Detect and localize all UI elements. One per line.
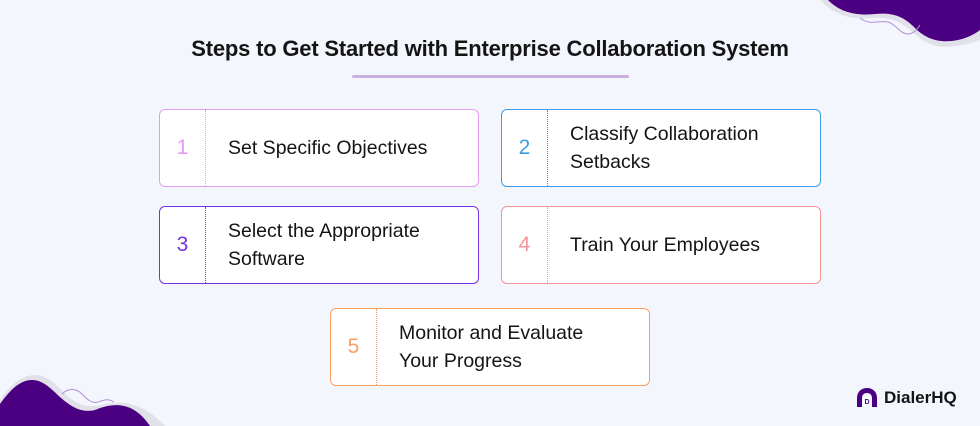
step-number: 3: [160, 207, 206, 283]
brand-name: DialerHQ: [884, 388, 957, 407]
step-label: Select the Appropriate Software: [228, 220, 420, 270]
title-underline: [352, 75, 629, 78]
step-label: Monitor and Evaluate Your Progress: [399, 322, 584, 372]
brand-logo: D DialerHQ: [855, 387, 957, 409]
bottom-left-decoration: [0, 375, 165, 426]
step-label: Set Specific Objectives: [228, 137, 428, 159]
svg-text:D: D: [864, 399, 869, 406]
step-label: Train Your Employees: [570, 234, 761, 256]
step-card-5: 5 Monitor and Evaluate Your Progress: [330, 308, 650, 386]
step-card-4: 4 Train Your Employees: [501, 206, 821, 284]
step-card-1: 1 Set Specific Objectives: [159, 109, 479, 187]
step-number: 4: [502, 207, 548, 283]
step-number: 2: [502, 110, 548, 186]
step-number: 1: [160, 110, 206, 186]
page-title: Steps to Get Started with Enterprise Col…: [191, 36, 789, 61]
step-card-2: 2 Classify Collaboration Setbacks: [501, 109, 821, 187]
step-label: Classify Collaboration Setbacks: [570, 123, 759, 173]
headset-logo-icon: D: [857, 388, 877, 407]
top-right-decoration: [820, 0, 980, 47]
step-card-3: 3 Select the Appropriate Software: [159, 206, 479, 284]
step-number: 5: [331, 309, 377, 385]
